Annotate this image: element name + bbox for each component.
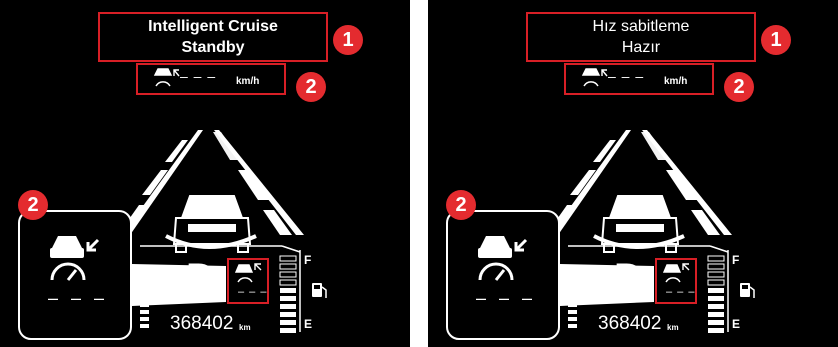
callout-badge-2-zoom: 2 [18, 190, 48, 220]
gear-indicator: D [186, 258, 215, 298]
fuel-full-label: F [732, 253, 739, 267]
cruise-status-message: Hız sabitleme Hazır [526, 12, 756, 62]
fuel-full-label: F [304, 253, 311, 267]
zoom-speed-dashes: – – – [48, 288, 108, 309]
speed-unit: km/h [664, 76, 687, 87]
fuel-gauge-bars [708, 256, 724, 333]
message-line-1: Hız sabitleme [528, 16, 754, 37]
fuel-empty-label: E [732, 317, 740, 331]
set-speed-display: – – – km/h [564, 63, 714, 95]
callout-badge-1: 1 [761, 25, 791, 55]
set-speed-display: – – – km/h [136, 63, 286, 95]
fuel-pump-icon [312, 283, 326, 298]
callout-badge-2-top: 2 [296, 72, 326, 102]
odometer-unit: km [667, 323, 679, 332]
set-speed-dashes: – – – [180, 68, 216, 84]
speed-unit: km/h [236, 76, 259, 87]
callout-badge-2-top: 2 [724, 72, 754, 102]
message-line-1: Intelligent Cruise [100, 16, 326, 37]
fuel-pump-icon [740, 283, 754, 298]
cluster-display-english: Intelligent Cruise Standby – – – km/h 1 … [0, 0, 410, 347]
zoom-speed-dashes: – – – [476, 288, 536, 309]
mini-speed-dashes: – – – [666, 286, 695, 298]
zoom-detail-box: – – – [18, 210, 132, 340]
set-speed-dashes: – – – [608, 68, 644, 84]
gear-indicator: D [614, 258, 643, 298]
car-rear-icon [166, 196, 256, 252]
mini-speed-dashes: – – – [238, 286, 267, 298]
odometer-value: 368402 [170, 313, 233, 335]
callout-badge-1: 1 [333, 25, 363, 55]
message-line-2: Hazır [528, 37, 754, 58]
cruise-status-message: Intelligent Cruise Standby [98, 12, 328, 62]
car-rear-icon [594, 196, 684, 252]
zoom-detail-box: – – – [446, 210, 560, 340]
fuel-empty-label: E [304, 317, 312, 331]
cruise-control-car-icon [22, 226, 132, 296]
odometer-unit: km [239, 323, 251, 332]
odometer-value: 368402 [598, 313, 661, 335]
message-line-2: Standby [100, 37, 326, 58]
fuel-gauge-bars [280, 256, 296, 333]
cruise-control-car-icon [450, 226, 560, 296]
cluster-display-turkish: Hız sabitleme Hazır – – – km/h 1 2 – – –… [428, 0, 838, 347]
callout-badge-2-zoom: 2 [446, 190, 476, 220]
